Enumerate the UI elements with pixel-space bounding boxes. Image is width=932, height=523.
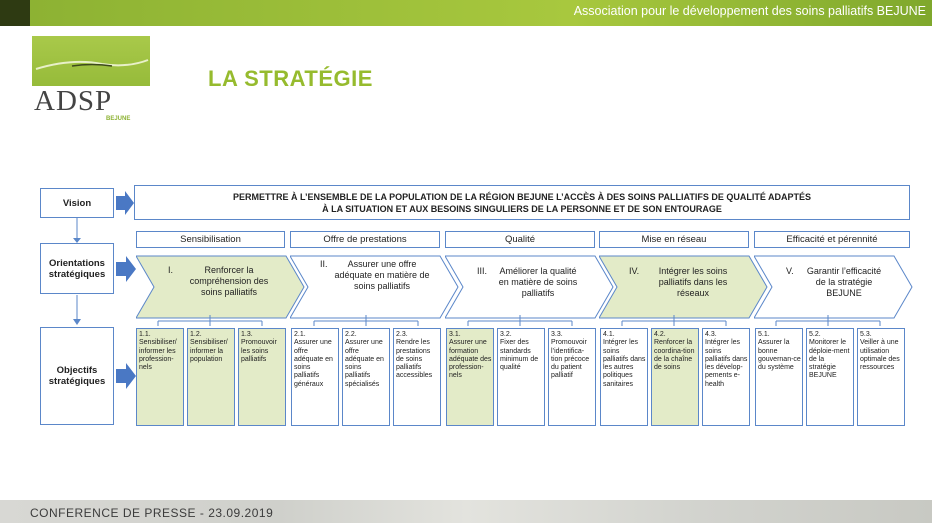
vision-arrow-icon — [116, 191, 134, 215]
orientations-arrow-icon — [116, 256, 136, 282]
chevron-shape — [599, 255, 768, 319]
orientation-number: IV. — [629, 266, 640, 276]
logo-green-square — [32, 36, 150, 86]
objective-5-2: 5.2. Monitorer le déploie-ment de la str… — [806, 328, 854, 426]
objective-3-1: 3.1. Assurer une formation adéquate des … — [446, 328, 494, 426]
objective-4-1: 4.1. Intégrer les soins palliatifs dans … — [600, 328, 648, 426]
category-efficacite: Efficacité et pérennité — [754, 231, 910, 248]
objective-2-1: 2.1. Assurer une offre adéquate en soins… — [291, 328, 339, 426]
objective-1-1: 1.1. Sensibiliser/ informer les professi… — [136, 328, 184, 426]
objective-4-3: 4.3. Intégrer les soins palliatifs dans … — [702, 328, 750, 426]
orientation-1: I. Renforcer la compréhension des soins … — [136, 255, 306, 319]
objective-number: 1.3. — [241, 331, 253, 338]
objective-text: Rendre les prestations de soins palliati… — [396, 339, 433, 380]
objective-text: Assurer une offre adéquate en soins pall… — [345, 339, 384, 388]
logo-text: ADSP — [34, 85, 113, 117]
objective-4-2: 4.2. Renforcer la coordina-tion de la ch… — [651, 328, 699, 426]
objective-text: Sensibiliser/ informer la population — [190, 339, 228, 363]
objective-number: 4.1. — [603, 331, 615, 338]
objective-1-2: 1.2. Sensibiliser/ informer la populatio… — [187, 328, 235, 426]
orientation-number: V. — [786, 266, 794, 276]
orientation-number: III. — [477, 266, 488, 276]
orientation-2: II. Assurer une offre adéquate en matièr… — [290, 255, 460, 319]
chevron-shape — [445, 255, 614, 319]
objective-text: Sensibiliser/ informer les profession-ne… — [139, 339, 177, 372]
adsp-logo: ADSP BEJUNE — [32, 36, 150, 126]
objective-text: Monitorer le déploie-ment de la stratégi… — [809, 339, 850, 380]
objective-number: 1.1. — [139, 331, 151, 338]
objective-text: Fixer des standards minimum de qualité — [500, 339, 539, 372]
vision-line-1: PERMETTRE À L’ENSEMBLE DE LA POPULATION … — [232, 191, 812, 202]
logo-subtext: BEJUNE — [106, 116, 131, 122]
orientation-text: Renforcer la compréhension des soins pal… — [189, 265, 269, 297]
objective-3-3: 3.3. Promouvoir l’identifica-tion précoc… — [548, 328, 596, 426]
objective-number: 4.3. — [705, 331, 717, 338]
objective-text: Assurer une offre adéquate en soins pall… — [294, 339, 333, 388]
orientation-text: Améliorer la qualité en matière de soins… — [498, 266, 578, 298]
category-reseau: Mise en réseau — [599, 231, 749, 248]
orientation-5: V. Garantir l’efficacité de la stratégie… — [754, 255, 914, 319]
footer-text: CONFERENCE DE PRESSE - 23.09.2019 — [30, 506, 274, 520]
vision-line-2: À LA SITUATION ET AUX BESOINS SINGULIERS… — [322, 203, 722, 214]
objective-text: Veiller à une utilisation optimale des r… — [860, 339, 900, 372]
objective-text: Intégrer les soins palliatifs dans les a… — [603, 339, 646, 388]
objective-connector-arrows — [157, 315, 881, 326]
objective-2-3: 2.3. Rendre les prestations de soins pal… — [393, 328, 441, 426]
objective-number: 2.2. — [345, 331, 357, 338]
objective-1-3: 1.3. Promouvoir les soins palliatifs — [238, 328, 286, 426]
objective-number: 4.2. — [654, 331, 666, 338]
row-label-vision: Vision — [40, 188, 114, 218]
chevron-shape — [290, 255, 459, 319]
orientation-4: IV. Intégrer les soins palliatifs dans l… — [599, 255, 769, 319]
objective-5-1: 5.1. Assurer la bonne gouvernan-ce du sy… — [755, 328, 803, 426]
objective-text: Assurer la bonne gouvernan-ce du système — [758, 339, 801, 372]
row-label-orientations: Orientations stratégiques — [40, 243, 114, 294]
objective-text: Intégrer les soins palliatifs dans les d… — [705, 339, 748, 388]
objectifs-arrow-icon — [116, 363, 136, 389]
objective-number: 3.1. — [449, 331, 461, 338]
vision-statement: PERMETTRE À L’ENSEMBLE DE LA POPULATION … — [134, 185, 910, 220]
objective-text: Promouvoir les soins palliatifs — [241, 339, 277, 363]
objective-text: Renforcer la coordina-tion de la chaîne … — [654, 339, 695, 372]
association-name: Association pour le développement des so… — [573, 4, 926, 18]
objective-number: 2.1. — [294, 331, 306, 338]
objective-number: 2.3. — [396, 331, 408, 338]
orientation-number: II. — [320, 259, 328, 269]
category-offre: Offre de prestations — [290, 231, 440, 248]
page-title: LA STRATÉGIE — [208, 66, 373, 91]
orientation-text: Intégrer les soins palliatifs dans les r… — [658, 266, 728, 298]
header-green-strip — [30, 0, 932, 26]
orientation-text: Assurer une offre adéquate en matière de… — [334, 259, 430, 291]
objective-number: 1.2. — [190, 331, 202, 338]
category-sensibilisation: Sensibilisation — [136, 231, 285, 248]
objective-number: 3.3. — [551, 331, 563, 338]
logo-swoosh-icon — [35, 59, 149, 70]
objective-2-2: 2.2. Assurer une offre adéquate en soins… — [342, 328, 390, 426]
category-qualite: Qualité — [445, 231, 595, 248]
row-connector-arrows — [73, 218, 81, 325]
orientation-text: Garantir l’efficacité de la stratégie BE… — [806, 266, 882, 298]
orientation-number: I. — [168, 265, 174, 275]
chevron-shape — [754, 255, 913, 319]
row-label-objectifs: Objectifs stratégiques — [40, 327, 114, 425]
header-dark-strip — [0, 0, 30, 26]
objective-3-2: 3.2. Fixer des standards minimum de qual… — [497, 328, 545, 426]
chevron-shape — [136, 255, 305, 319]
objective-number: 5.2. — [809, 331, 821, 338]
objective-number: 3.2. — [500, 331, 512, 338]
orientation-3: III. Améliorer la qualité en matière de … — [445, 255, 615, 319]
objective-text: Promouvoir l’identifica-tion précoce du … — [551, 339, 590, 380]
footer-band — [0, 500, 932, 523]
objective-number: 5.3. — [860, 331, 872, 338]
header-band: Association pour le développement des so… — [0, 0, 932, 26]
objective-number: 5.1. — [758, 331, 770, 338]
objective-5-3: 5.3. Veiller à une utilisation optimale … — [857, 328, 905, 426]
objective-text: Assurer une formation adéquate des profe… — [449, 339, 492, 380]
